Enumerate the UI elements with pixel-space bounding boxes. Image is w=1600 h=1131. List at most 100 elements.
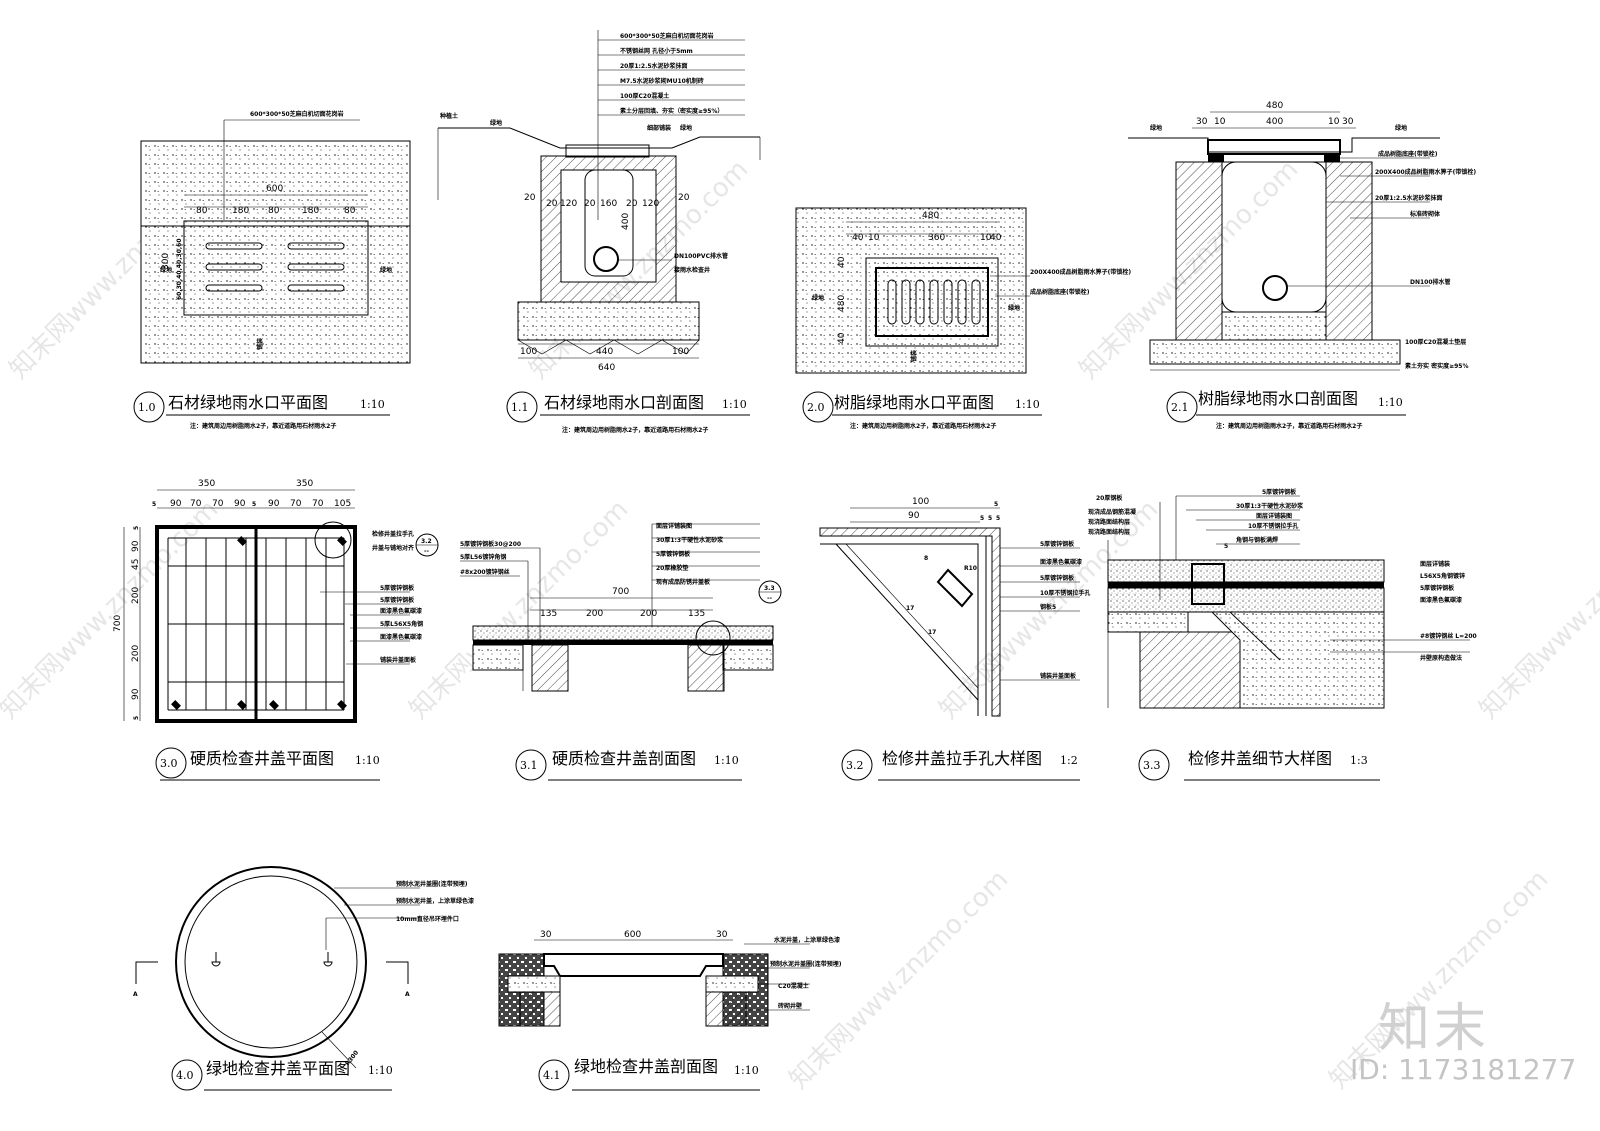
- leader-label: 井壁原构造做法: [1420, 654, 1462, 662]
- dim-label: 90: [131, 688, 141, 700]
- cover-ring-outer: [175, 866, 367, 1058]
- dim-label: 200: [640, 609, 657, 619]
- leader-label: 现浇路面结构层: [1088, 518, 1130, 526]
- leader-label: 200X400成品树脂雨水箅子(带锁栓): [1030, 268, 1131, 276]
- dim-label: 700: [113, 615, 123, 632]
- leader-label: 10mm直径吊环埋件口: [396, 915, 459, 923]
- drawing-1-0: 600*300*50芝麻白机切面花岗岩 600 80 180 80 180 80…: [133, 110, 411, 430]
- drawing-number-circle: [802, 391, 834, 423]
- dim-label: 480: [1266, 101, 1283, 111]
- material-label: 绿地: [490, 119, 502, 127]
- drawing-number-circle: [506, 391, 538, 423]
- dim-label: 480: [922, 211, 939, 221]
- leader-label: 30厚1:3干硬性水泥砂浆: [1236, 502, 1304, 510]
- dim-label: 135: [688, 609, 705, 619]
- layer-label: M7.5水泥砂浆砌MU10机制砖: [620, 77, 704, 85]
- pipe-section: [593, 246, 619, 272]
- dim-label: 90: [908, 511, 920, 521]
- layer-label: 600*300*50芝麻白机切面花岗岩: [620, 32, 714, 40]
- leader-label: 5厚L56镀锌角钢: [460, 553, 506, 561]
- dim-label: 200: [131, 587, 141, 604]
- dim-label: 100: [520, 347, 537, 357]
- dim-label: 40: [837, 332, 847, 344]
- dim-label: 5: [252, 501, 256, 508]
- drawing-number-circle: [515, 749, 547, 781]
- dim-label: 60,30,40,40,30,60: [176, 239, 183, 301]
- dim-label: 600: [266, 184, 283, 194]
- concrete-base: [517, 301, 700, 341]
- leader-label: 铺装井盖面板: [1040, 672, 1077, 680]
- road-base: [1107, 611, 1189, 633]
- grate-slots: [887, 279, 981, 325]
- leader-label: 现浇路面结构层: [1088, 528, 1130, 536]
- handle-hole: [936, 568, 974, 608]
- leader-label: 100厚C20混凝土垫层: [1405, 338, 1466, 346]
- drawing-title: 树脂绿地雨水口剖面图: [1198, 389, 1358, 408]
- road-base-left: [472, 644, 524, 671]
- drawing-2-0: 480 40 10 360 10 40 480 40 40 200X400成品树…: [795, 207, 1131, 430]
- section-mark: A: [133, 991, 138, 998]
- drawing-scale: 1:10: [1015, 398, 1040, 411]
- leader-label: DN100PVC排水管: [674, 252, 728, 260]
- leader-label: 井盖与铺地对齐: [372, 544, 415, 552]
- leader-label: 砖砌井壁: [778, 1002, 802, 1010]
- drawing-number-circle: [171, 1059, 203, 1091]
- drawing-scale: 1:10: [734, 1064, 759, 1077]
- drawing-3-3: 5 20厚钢板 现浇成品钢筋混凝 现浇路面结构层 现浇路面结构层 5厚镀锌钢板 …: [1088, 488, 1477, 781]
- paving-layer: [472, 625, 774, 641]
- ground-line: [1128, 137, 1440, 153]
- dim-label: 80: [196, 206, 208, 216]
- layer-label: 20厚橡胶垫: [656, 564, 688, 572]
- drain-slots: [205, 242, 345, 292]
- dim-label: 5: [1224, 543, 1228, 550]
- lift-holes: [171, 536, 347, 710]
- mortar-bed: [1221, 311, 1327, 341]
- dim-label: 480: [837, 295, 847, 312]
- detail-callout-circle: [314, 521, 352, 559]
- leader-label: 20厚1:2.5水泥砂浆抹面: [1375, 194, 1443, 202]
- wall-left: [531, 644, 569, 692]
- wall-left: [519, 991, 561, 1027]
- drawing-2-1: 绿地 绿地 480 30 10 400 10 30 成品树脂底座(带锁栓) 20…: [1128, 101, 1476, 430]
- dim-label: 8: [924, 555, 928, 562]
- ground-line: [438, 127, 760, 149]
- leader-label: 5厚L56X5角钢: [380, 620, 423, 628]
- wall-right: [687, 644, 725, 692]
- dim-label: 90: [268, 499, 280, 509]
- dim-label: 120: [560, 199, 577, 209]
- leader-label: 检修井盖拉手孔: [372, 530, 414, 538]
- material-label: 铺装: [256, 338, 264, 350]
- image-id-watermark: ID: 1173181277: [1350, 1053, 1577, 1086]
- leader-label: 200X400成品树脂雨水箅子(带锁栓): [1375, 168, 1476, 176]
- resin-grate: [1207, 139, 1341, 155]
- layer-label: 现有成品防锈井盖板: [656, 578, 711, 586]
- leader-label: 5厚镀锌钢板: [1040, 574, 1075, 582]
- dim-label: 400: [621, 213, 631, 230]
- drawing-title: 检修井盖拉手孔大样图: [882, 749, 1042, 768]
- drawing-3-2: 100 90 5 5 5 5 R10 17 17 8 5厚镀锌钢板 面漆黑色氟碳…: [819, 497, 1090, 781]
- dim-label: 5: [994, 501, 998, 508]
- drawing-number: 1.0: [138, 401, 156, 414]
- cover-ring-right: [705, 975, 759, 993]
- leader-label: 10厚不锈钢拉手孔: [1040, 589, 1090, 597]
- detail-ref: --: [424, 548, 429, 555]
- dim-label: 350: [198, 479, 215, 489]
- leader-label: 600*300*50芝麻白机切面花岗岩: [250, 110, 344, 118]
- layer-label: 不锈钢丝网 孔径小于5mm: [620, 47, 693, 55]
- dim-label: 350: [296, 479, 313, 489]
- leader-label: 10厚不锈钢拉手孔: [1248, 522, 1298, 530]
- drawing-scale: 1:10: [714, 754, 739, 767]
- inner-pit: [584, 169, 634, 277]
- resin-grate: [875, 267, 989, 337]
- drawing-title: 硬质检查井盖剖面图: [552, 749, 696, 768]
- steel-plate: [1108, 582, 1384, 588]
- leader-label: 角钢与钢板满焊: [1236, 536, 1278, 544]
- dim-label: 5: [133, 526, 140, 530]
- dim-label: 300: [161, 253, 171, 270]
- drawing-number: 4.1: [543, 1069, 561, 1082]
- leader-label: 成品树脂底座(带锁栓): [1378, 150, 1438, 158]
- dim-label: 20: [546, 199, 558, 209]
- leader-label: DN100排水管: [1410, 278, 1451, 286]
- leader-label: 20厚钢板: [1096, 494, 1123, 502]
